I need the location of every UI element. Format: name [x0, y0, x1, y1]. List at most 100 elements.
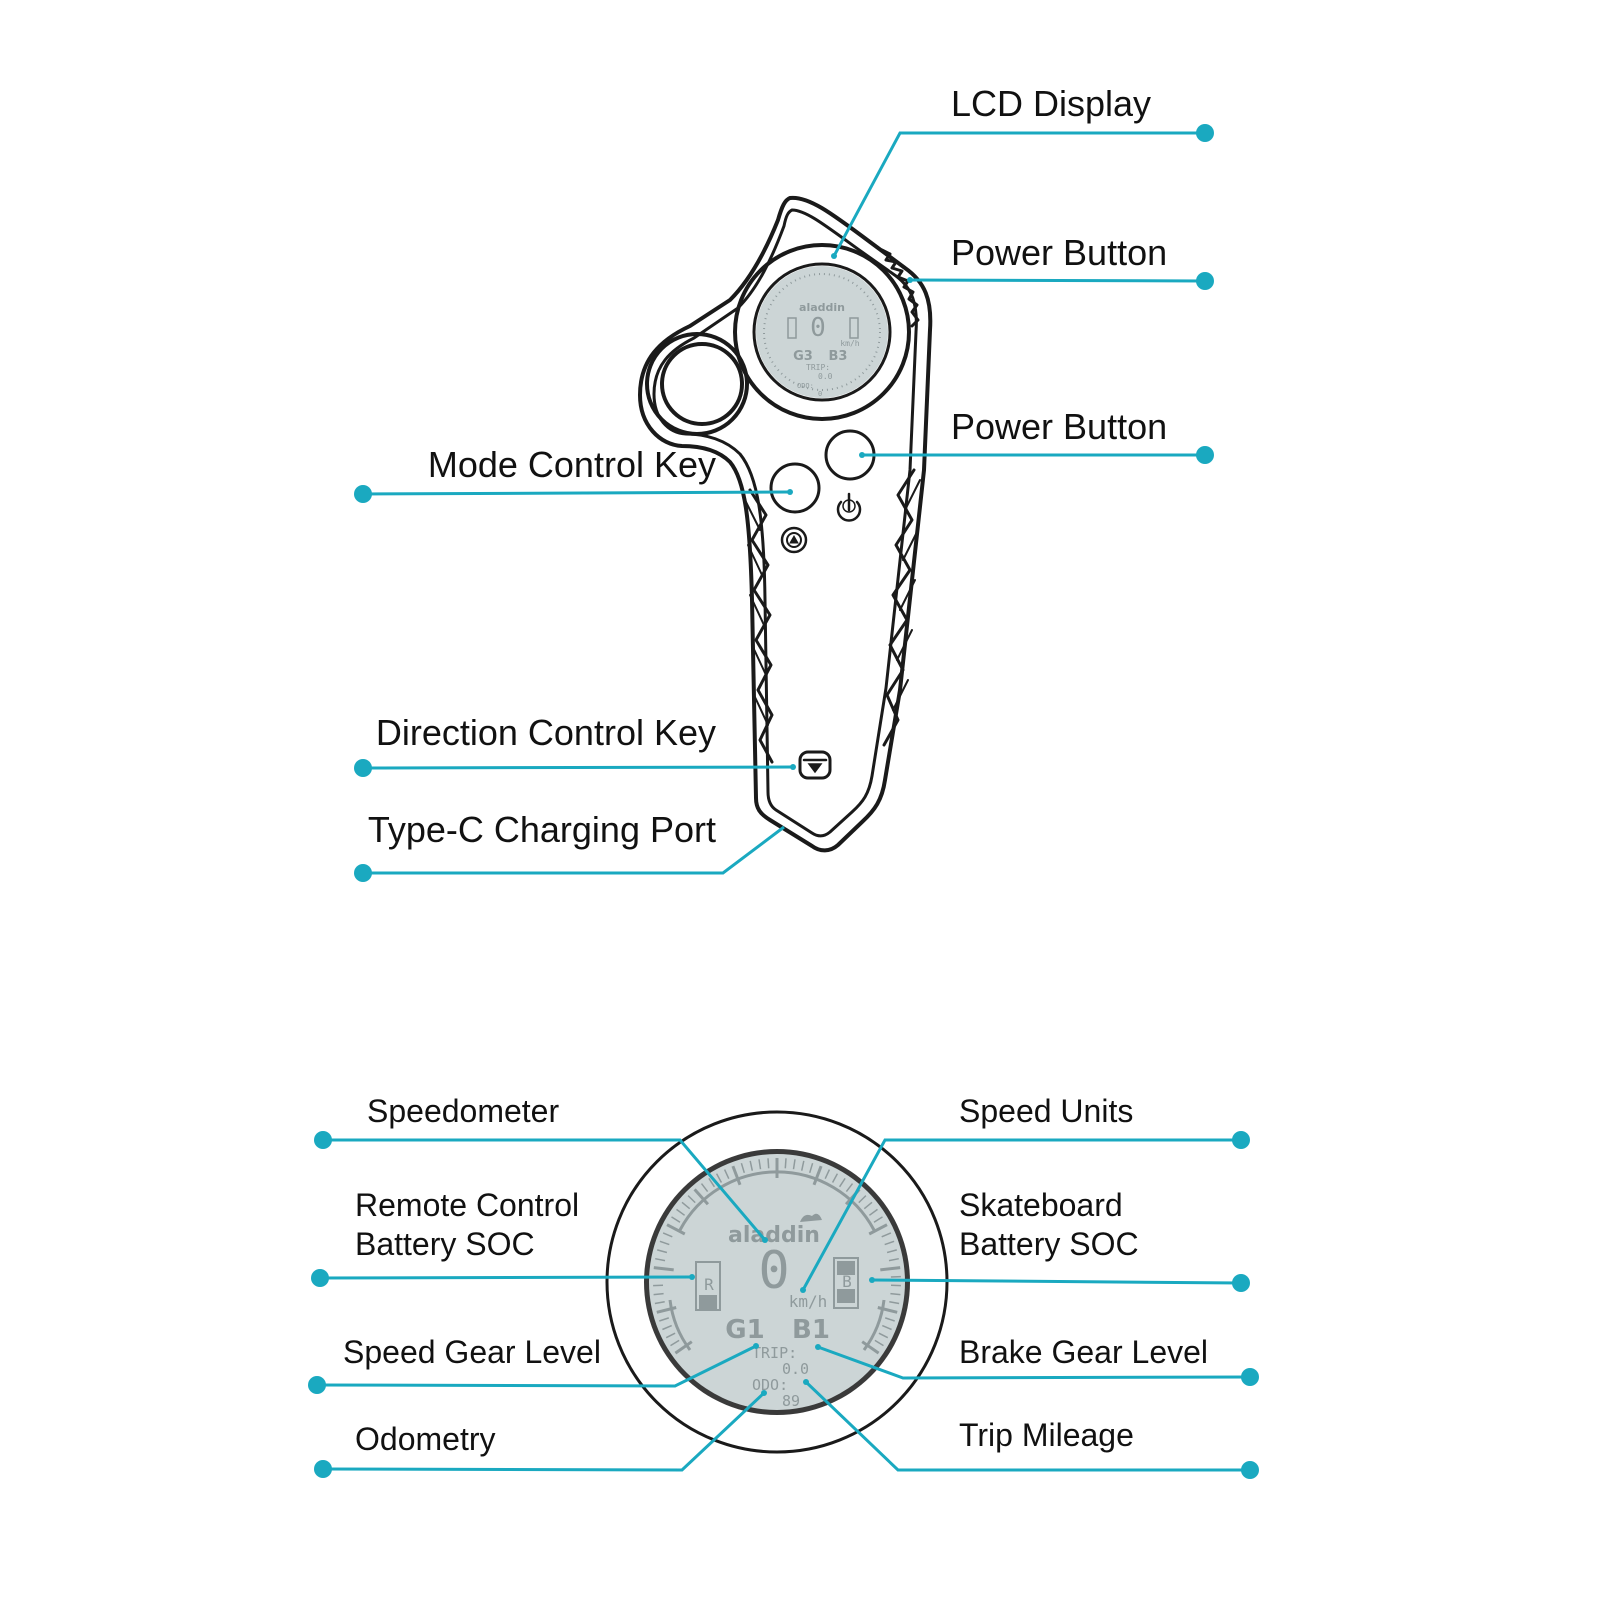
leader-power-button-1 — [909, 278, 1206, 283]
lcd-tick — [665, 1332, 676, 1339]
thumb-wheel-outer — [645, 332, 749, 436]
leader-board-battery — [871, 1278, 1242, 1285]
lcd-detail-trip-value: 0.0 — [782, 1360, 809, 1378]
lcd-tick — [863, 1201, 873, 1210]
leader-speed-units — [801, 1138, 1241, 1291]
lcd-detail-board-battery — [833, 1257, 859, 1309]
leader-speedometer — [323, 1138, 767, 1241]
lcd-tick — [784, 1158, 787, 1169]
lcd-small-trip-label: TRIP: — [806, 363, 830, 372]
lcd-small-gear: G3 — [793, 349, 813, 364]
remote-body-outline — [638, 195, 933, 853]
label-speed-units: Speed Units — [959, 1093, 1133, 1129]
lcd-tick — [731, 1165, 742, 1186]
lcd-tick — [868, 1208, 878, 1216]
lcd-tick — [693, 1188, 710, 1206]
leader-speed-gear — [316, 1344, 757, 1388]
label-remote-battery-2: Battery SOC — [355, 1226, 535, 1262]
direction-arrow-icon — [807, 763, 823, 774]
lcd-tick — [708, 1177, 716, 1188]
leader-type-c — [363, 825, 785, 875]
lcd-tick — [740, 1162, 746, 1174]
lcd-small-odo-value: 0 — [818, 390, 822, 398]
lcd-small: aladdin 0 km/h G3 B3 TRIP: 0.0 ODO: 0 — [756, 266, 888, 398]
lcd-tick — [861, 1340, 880, 1355]
lcd-tick — [800, 1160, 805, 1171]
lcd-tick — [767, 1158, 770, 1169]
label-type-c-charging-port: Type-C Charging Port — [368, 809, 716, 850]
top-leader-dots — [354, 124, 1214, 882]
lcd-small-face — [756, 266, 888, 398]
lcd-detail-unit: km/h — [789, 1292, 828, 1311]
lcd-detail-trip-label: TRIP: — [752, 1344, 797, 1362]
leader-lcd-display — [832, 131, 1205, 257]
label-power-button-1: Power Button — [951, 232, 1167, 273]
lcd-tick — [700, 1183, 709, 1193]
lcd-tick — [874, 1339, 884, 1347]
lcd-detail-remote-letter: R — [704, 1275, 714, 1294]
lcd-tick — [655, 1257, 666, 1262]
lcd-tick — [676, 1208, 686, 1216]
leader-brake-gear — [817, 1345, 1251, 1380]
lcd-detail-brand: aladdin — [728, 1223, 820, 1248]
lcd-tick — [666, 1223, 686, 1236]
lcd-tick — [653, 1266, 674, 1272]
lcd-tick — [662, 1324, 672, 1331]
lcd-tick — [659, 1240, 670, 1246]
lcd-tick — [881, 1232, 892, 1238]
remote-buttons — [769, 429, 876, 780]
lcd-detail-brake: B1 — [792, 1315, 830, 1345]
mode-control-key[interactable] — [769, 462, 821, 514]
lcd-small-odo-label: ODO: — [797, 382, 814, 390]
lcd-detail-gear: G1 — [725, 1315, 764, 1345]
label-remote-battery-1: Remote Control — [355, 1187, 579, 1223]
grip-right-2 — [892, 479, 921, 711]
grip-right — [882, 468, 916, 747]
label-brake-gear-level: Brake Gear Level — [959, 1334, 1208, 1370]
lcd-detail-ticks — [653, 1158, 901, 1355]
lcd-tick — [838, 1177, 846, 1188]
lcd-tick — [715, 1173, 723, 1183]
mode-icon — [780, 526, 808, 554]
lcd-tick — [792, 1159, 796, 1170]
bottom-leaders — [316, 1138, 1251, 1472]
lcd-tick — [681, 1201, 691, 1210]
lcd-detail-speed: 0 — [758, 1241, 789, 1301]
lcd-detail-board-letter: B — [842, 1272, 852, 1291]
lcd-tick — [671, 1216, 681, 1223]
label-mode-control-key: Mode Control Key — [428, 444, 716, 485]
top-leaders — [362, 131, 1206, 875]
direction-control-key[interactable] — [798, 750, 832, 780]
lcd-tick — [653, 1292, 664, 1296]
leader-odometry — [322, 1391, 766, 1472]
lcd-tick — [758, 1159, 762, 1170]
lcd-tick — [687, 1195, 696, 1204]
lcd-tick — [845, 1183, 854, 1193]
lcd-small-trip-value: 0.0 — [818, 372, 833, 381]
lcd-tick — [868, 1223, 888, 1236]
lcd-tick — [886, 1249, 897, 1254]
power-icon — [836, 492, 862, 522]
lcd-tick — [878, 1332, 889, 1339]
lcd-tick — [889, 1301, 900, 1305]
cloud-icon — [800, 1213, 822, 1222]
lcd-tick — [674, 1340, 693, 1355]
label-lcd-display: LCD Display — [951, 83, 1151, 124]
lcd-detail: aladdin 0 km/h R B G1 B1 TRIP: 0.0 ODO: … — [605, 1110, 949, 1454]
label-skateboard-battery-1: Skateboard — [959, 1187, 1123, 1223]
label-odometry: Odometry — [355, 1421, 495, 1457]
lcd-small-remote-battery — [787, 317, 797, 339]
lcd-tick — [880, 1266, 901, 1272]
bottom-leader-dots — [308, 1131, 1259, 1479]
leader-mode-control — [362, 490, 791, 496]
lcd-tick — [877, 1306, 898, 1314]
lcd-bezel-inner — [752, 262, 892, 402]
lcd-tick — [882, 1324, 892, 1331]
grip-left — [748, 488, 774, 764]
label-direction-control-key: Direction Control Key — [376, 712, 716, 753]
lcd-tick — [659, 1317, 670, 1322]
label-power-button-2: Power Button — [951, 406, 1167, 447]
lcd-small-brand: aladdin — [799, 301, 845, 314]
lcd-small-board-battery — [849, 317, 859, 339]
